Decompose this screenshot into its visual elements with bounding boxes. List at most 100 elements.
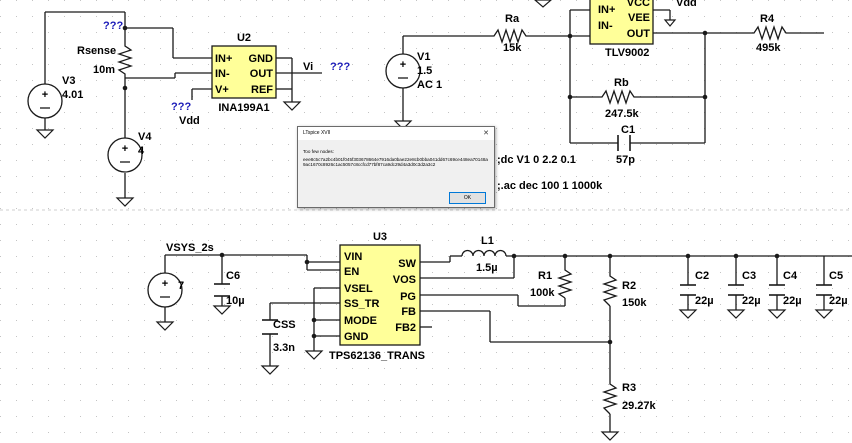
css-value: 3.3n	[273, 342, 295, 354]
css-capacitor[interactable]: CSS 3.3n	[262, 319, 296, 354]
svg-text:+: +	[42, 89, 48, 101]
u3-pin-mode: MODE	[344, 315, 377, 327]
dialog-body: Too few nodes: eee8c5c7a2bc4b01f045f3036…	[303, 149, 488, 168]
tlv-pin-inp: IN+	[598, 4, 615, 16]
u3-pin-gnd: GND	[344, 331, 369, 343]
v3-source[interactable]: + V3 4.01	[27, 75, 83, 119]
u2-ina199a1[interactable]: U2 IN+ IN- V+ GND OUT REF INA199A1	[211, 32, 277, 114]
vdd-label-tlv: Vdd	[676, 0, 697, 9]
tlv-pin-vee: VEE	[628, 12, 650, 24]
c4-name: C4	[783, 270, 798, 282]
c4-capacitor[interactable]: C4 22µ	[769, 270, 802, 307]
c4-value: 22µ	[783, 295, 802, 307]
u3-pin-sw: SW	[398, 258, 416, 270]
unknown-net-label-2: ???	[330, 61, 350, 73]
tlv-pin-inn: IN-	[598, 20, 613, 32]
unknown-net-label-3: ???	[171, 101, 191, 113]
c6-capacitor[interactable]: C6 10µ	[214, 270, 245, 307]
c3-name: C3	[742, 270, 756, 282]
r1-name: R1	[538, 270, 552, 282]
c1-value: 57p	[616, 154, 635, 166]
c2-name: C2	[695, 270, 709, 282]
tlv-pin-out: OUT	[627, 28, 651, 40]
css-name: CSS	[273, 319, 296, 331]
svg-text:+: +	[162, 278, 168, 290]
u2-pin-out: OUT	[250, 68, 274, 80]
l1-name: L1	[481, 235, 494, 247]
r1-resistor[interactable]: R1 100k	[530, 264, 574, 299]
ra-value: 15k	[503, 42, 522, 54]
unknown-net-label-1: ???	[103, 20, 123, 32]
u2-pin-gnd: GND	[249, 53, 274, 65]
ra-resistor[interactable]: Ra 15k	[488, 13, 534, 54]
v4-source[interactable]: + V4 4	[107, 131, 152, 173]
u3-pin-vin: VIN	[344, 251, 362, 263]
r2-resistor[interactable]: R2 150k	[601, 270, 647, 309]
svg-text:+: +	[122, 143, 128, 155]
c3-capacitor[interactable]: C3 22µ	[728, 270, 761, 307]
vi-net-label: Vi	[303, 61, 313, 73]
r2-name: R2	[622, 280, 636, 292]
r3-resistor[interactable]: R3 29.27k	[601, 378, 657, 415]
u3-pin-sstr: SS_TR	[344, 298, 380, 310]
c5-capacitor[interactable]: C5 22µ	[816, 270, 848, 307]
vsys-label: VSYS_2s	[166, 242, 214, 254]
c2-value: 22µ	[695, 295, 714, 307]
u2-pin-vp: V+	[215, 84, 229, 96]
v1-name: V1	[417, 51, 430, 63]
vsys-source[interactable]: + VSYS_2s 7	[147, 242, 214, 308]
ra-name: Ra	[505, 13, 520, 25]
rb-value: 247.5k	[605, 108, 640, 120]
r4-value: 495k	[756, 42, 781, 54]
u2-name: U2	[237, 32, 251, 44]
r4-resistor[interactable]: R4 495k	[748, 13, 796, 54]
v3-value: 4.01	[62, 89, 83, 101]
tlv9002-opamp[interactable]: IN+ IN- VCC VEE OUT TLV9002	[589, 0, 654, 59]
l1-inductor[interactable]: L1 1.5µ	[461, 235, 507, 274]
c6-name: C6	[226, 270, 240, 282]
v4-name: V4	[138, 131, 152, 143]
r4-name: R4	[760, 13, 775, 25]
dialog-detail: eee8c5c7a2bc4b01f045f303678664e7916da0ba…	[303, 156, 488, 168]
u3-name: U3	[373, 231, 387, 243]
ground-symbols-bottom	[155, 305, 834, 441]
ac-directive: ;.ac dec 100 1 1000k	[497, 180, 603, 192]
u3-pin-fb: FB	[401, 306, 416, 318]
rsense-resistor[interactable]: Rsense 10m	[77, 40, 134, 78]
c1-capacitor[interactable]: C1 57p	[616, 124, 635, 166]
v3-name: V3	[62, 75, 75, 87]
u3-pin-fb2: FB2	[395, 322, 416, 334]
error-dialog: LTspice XVII ✕ Too few nodes: eee8c5c7a2…	[297, 126, 495, 208]
u3-part: TPS62136_TRANS	[329, 350, 425, 362]
dialog-message: Too few nodes:	[303, 149, 334, 154]
v1-ac: AC 1	[417, 79, 442, 91]
v1-value: 1.5	[417, 65, 432, 77]
u2-pin-inn: IN-	[215, 68, 230, 80]
rb-resistor[interactable]: Rb 247.5k	[596, 77, 644, 120]
u3-tps62136[interactable]: U3 VIN EN VSEL SS_TR MODE GND SW VOS PG …	[329, 231, 425, 362]
l1-value: 1.5µ	[476, 262, 498, 274]
wires-top-right	[402, 9, 824, 144]
v1-source[interactable]: + V1 1.5 AC 1	[385, 51, 442, 91]
dc-directive: ;dc V1 0 2.2 0.1	[497, 154, 576, 166]
r1-value: 100k	[530, 287, 555, 299]
svg-text:+: +	[400, 59, 406, 71]
vdd-label-u2: Vdd	[179, 115, 200, 127]
close-icon[interactable]: ✕	[483, 130, 489, 137]
u3-pin-vos: VOS	[393, 274, 416, 286]
c6-value: 10µ	[226, 295, 245, 307]
tlv-pin-vcc: VCC	[627, 0, 650, 9]
wires-bottom	[164, 254, 852, 432]
c5-name: C5	[829, 270, 843, 282]
u3-pin-vsel: VSEL	[344, 283, 373, 295]
u2-part: INA199A1	[218, 102, 269, 114]
c5-value: 22µ	[829, 295, 848, 307]
rsense-value: 10m	[93, 64, 115, 76]
ok-button[interactable]: OK	[449, 192, 486, 204]
u3-pin-en: EN	[344, 266, 359, 278]
c1-name: C1	[621, 124, 635, 136]
u2-pin-ref: REF	[251, 84, 273, 96]
r2-value: 150k	[622, 297, 647, 309]
c2-capacitor[interactable]: C2 22µ	[680, 270, 714, 307]
